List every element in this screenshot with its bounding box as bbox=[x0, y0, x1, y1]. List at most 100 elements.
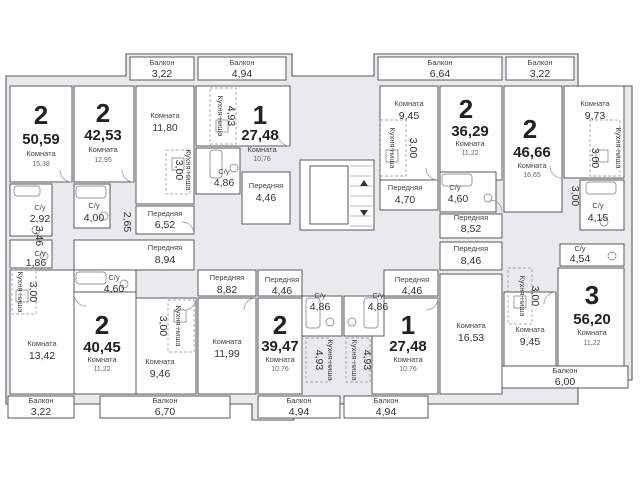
bath-value: 4,54 bbox=[570, 253, 591, 265]
kitchen-label: Кухня-ниша bbox=[326, 339, 335, 381]
hall-4-70 bbox=[379, 179, 439, 211]
hall-label: Передняя bbox=[148, 243, 182, 252]
balcony-value: 6,64 bbox=[430, 68, 451, 80]
apartment-4-area: 36,29 bbox=[451, 123, 489, 140]
room-label: Комната bbox=[394, 99, 424, 108]
room-9-45-top bbox=[379, 85, 439, 181]
kitchen-label: Кухня-ниша bbox=[184, 149, 193, 191]
kitchen-niche-1 bbox=[165, 149, 191, 195]
apartment-5-area: 46,66 bbox=[513, 144, 551, 161]
room-label: Комната bbox=[212, 337, 242, 346]
apartment-1-room bbox=[9, 85, 73, 183]
hall-value: 4,70 bbox=[395, 194, 416, 206]
bath-label: С/у bbox=[88, 201, 100, 210]
hall-6-52 bbox=[135, 205, 195, 235]
apartment-1-area: 50,59 bbox=[22, 131, 60, 148]
balcony-label: Балкон bbox=[427, 58, 452, 67]
bath-label: С/у bbox=[314, 291, 326, 300]
apartment-4-room bbox=[439, 85, 503, 181]
apartment-9-room-label: Комната bbox=[577, 328, 607, 337]
kitchen-label: Кухня-ниша bbox=[518, 275, 527, 317]
balcony-value: 6,70 bbox=[155, 406, 176, 418]
stair-landing bbox=[309, 165, 349, 225]
balcony-7 bbox=[257, 395, 341, 419]
apartment-6-area: 40,45 bbox=[83, 339, 121, 356]
bath-value: 4,86 bbox=[214, 177, 235, 189]
apartment-4-room-label: Комната bbox=[455, 139, 485, 148]
hall-value: 8,82 bbox=[217, 284, 238, 296]
hall-8-46 bbox=[439, 241, 503, 271]
bath-label: С/у bbox=[218, 167, 230, 176]
kitchen-value: 3,00 bbox=[407, 138, 419, 159]
hall-value: 8,52 bbox=[461, 223, 482, 235]
bath-label: С/у bbox=[34, 249, 46, 258]
apartment-1-room-label: Комната bbox=[26, 149, 56, 158]
bath-value: 4,15 bbox=[588, 212, 609, 224]
bath-label: С/у bbox=[592, 201, 604, 210]
kitchen-niche-5 bbox=[11, 269, 37, 315]
kitchen-niche-3 bbox=[379, 119, 407, 177]
apartment-8-room-label: Комната bbox=[393, 355, 423, 364]
kitchen-value: 3,00 bbox=[589, 148, 601, 169]
apartment-8-rooms: 1 bbox=[401, 310, 415, 340]
balcony-value: 3,22 bbox=[31, 406, 52, 418]
apartment-6-rooms: 2 bbox=[95, 310, 109, 340]
apartment-3-room-area: 10,76 bbox=[253, 156, 271, 163]
room-9-45-bottom bbox=[503, 291, 557, 367]
room-label: Комната bbox=[27, 339, 57, 348]
balcony-4 bbox=[505, 56, 575, 81]
apartment-2-rooms: 2 bbox=[96, 98, 110, 128]
hall-8-52 bbox=[439, 213, 503, 239]
dimension-value: 3,46 bbox=[33, 226, 45, 247]
apartment-8-room-area: 10,76 bbox=[399, 366, 417, 373]
room-9-73 bbox=[563, 85, 625, 179]
kitchen-niche-4 bbox=[589, 119, 621, 177]
bath-label: С/у bbox=[372, 291, 384, 300]
bath-value: 4,86 bbox=[368, 301, 389, 313]
balcony-label: Балкон bbox=[149, 58, 174, 67]
bath-value: 4,00 bbox=[84, 212, 105, 224]
apartment-2-room-area: 12,95 bbox=[94, 157, 112, 164]
apartment-7-room-label: Комната bbox=[265, 355, 295, 364]
apartment-9-room bbox=[557, 267, 625, 367]
balcony-label: Балкон bbox=[527, 58, 552, 67]
kitchen-value: 4,93 bbox=[361, 350, 373, 371]
balcony-label: Балкон bbox=[286, 396, 311, 405]
apartment-3-room-label: Комната bbox=[247, 145, 277, 154]
apartment-9-rooms: 3 bbox=[585, 280, 599, 310]
room-value: 9,73 bbox=[585, 110, 606, 122]
room-value: 9,46 bbox=[150, 368, 171, 380]
hall-value: 6,52 bbox=[155, 219, 176, 231]
room-label: Комната bbox=[515, 325, 545, 334]
apartment-7-room bbox=[257, 297, 303, 395]
apartment-9-room-area: 11,22 bbox=[584, 340, 601, 347]
balcony-2 bbox=[197, 56, 287, 81]
room-value: 9,45 bbox=[399, 110, 420, 122]
kitchen-niche-2 bbox=[209, 87, 237, 145]
balcony-5 bbox=[7, 395, 75, 419]
kitchen-value: 3,00 bbox=[27, 282, 39, 303]
apartment-8-area: 27,48 bbox=[389, 338, 427, 355]
apartment-5-room-area: 16,65 bbox=[523, 172, 541, 179]
balcony-6 bbox=[99, 395, 231, 419]
balcony-value: 6,00 bbox=[555, 376, 576, 388]
hall-label: Передняя bbox=[249, 181, 283, 190]
hall-label: Передняя bbox=[454, 244, 488, 253]
bath-value: 2,92 bbox=[30, 213, 51, 225]
apartment-3-area: 27,48 bbox=[241, 127, 279, 144]
hall-value: 4,46 bbox=[272, 285, 293, 297]
bath-label: С/у bbox=[574, 244, 586, 253]
apartment-7-room-area: 10,76 bbox=[271, 366, 289, 373]
balcony-value: 4,94 bbox=[232, 68, 253, 80]
kitchen-value: 3,00 bbox=[529, 286, 541, 307]
kitchen-niche-6 bbox=[167, 299, 195, 353]
apartment-6-room-label: Комната bbox=[87, 355, 117, 364]
room-label: Комната bbox=[456, 321, 486, 330]
hall-4-46-top bbox=[241, 171, 291, 225]
hall-label: Передняя bbox=[454, 213, 488, 222]
bath-label: С/у bbox=[449, 183, 461, 192]
bath-1-86 bbox=[9, 239, 53, 269]
kitchen-value: 3,00 bbox=[173, 160, 185, 181]
bath-value: 1,86 bbox=[26, 257, 47, 269]
